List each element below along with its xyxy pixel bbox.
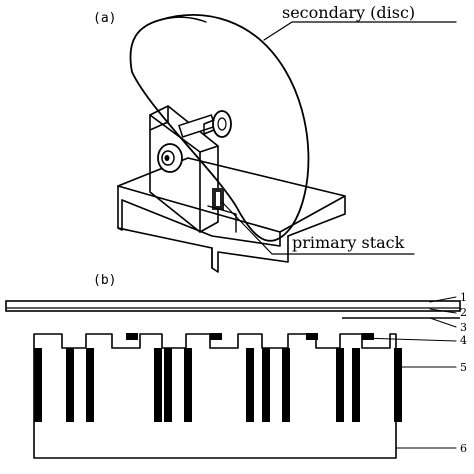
secondary-callout: secondary (disc) bbox=[282, 3, 415, 22]
layer-number-4: 4 bbox=[460, 334, 467, 347]
panel-a: (a) bbox=[93, 3, 457, 273]
layer-numbers: 1 2 3 4 5 6 bbox=[460, 291, 467, 455]
tooth-caps bbox=[126, 333, 374, 340]
panel-b: (b) bbox=[5, 273, 467, 459]
secondary-leader-line bbox=[263, 21, 457, 41]
panel-a-label: (a) bbox=[93, 11, 116, 26]
panel-b-label: (b) bbox=[93, 273, 116, 288]
coil-windings bbox=[34, 348, 402, 422]
layer-number-2: 2 bbox=[460, 306, 467, 319]
layer-number-6: 6 bbox=[460, 442, 467, 455]
secondary-plate bbox=[5, 300, 461, 312]
shaft-bearing bbox=[157, 110, 232, 173]
primary-core bbox=[33, 333, 397, 459]
layer-number-1: 1 bbox=[460, 291, 467, 304]
primary-stack-housing bbox=[149, 105, 237, 233]
primary-leader-line bbox=[221, 201, 415, 255]
layer-number-3: 3 bbox=[460, 321, 467, 334]
layer-number-5: 5 bbox=[460, 361, 467, 374]
primary-stack-callout: primary stack bbox=[292, 233, 405, 252]
number-leaders bbox=[361, 296, 457, 449]
base-bracket bbox=[117, 157, 346, 273]
disc-secondary bbox=[129, 13, 310, 242]
